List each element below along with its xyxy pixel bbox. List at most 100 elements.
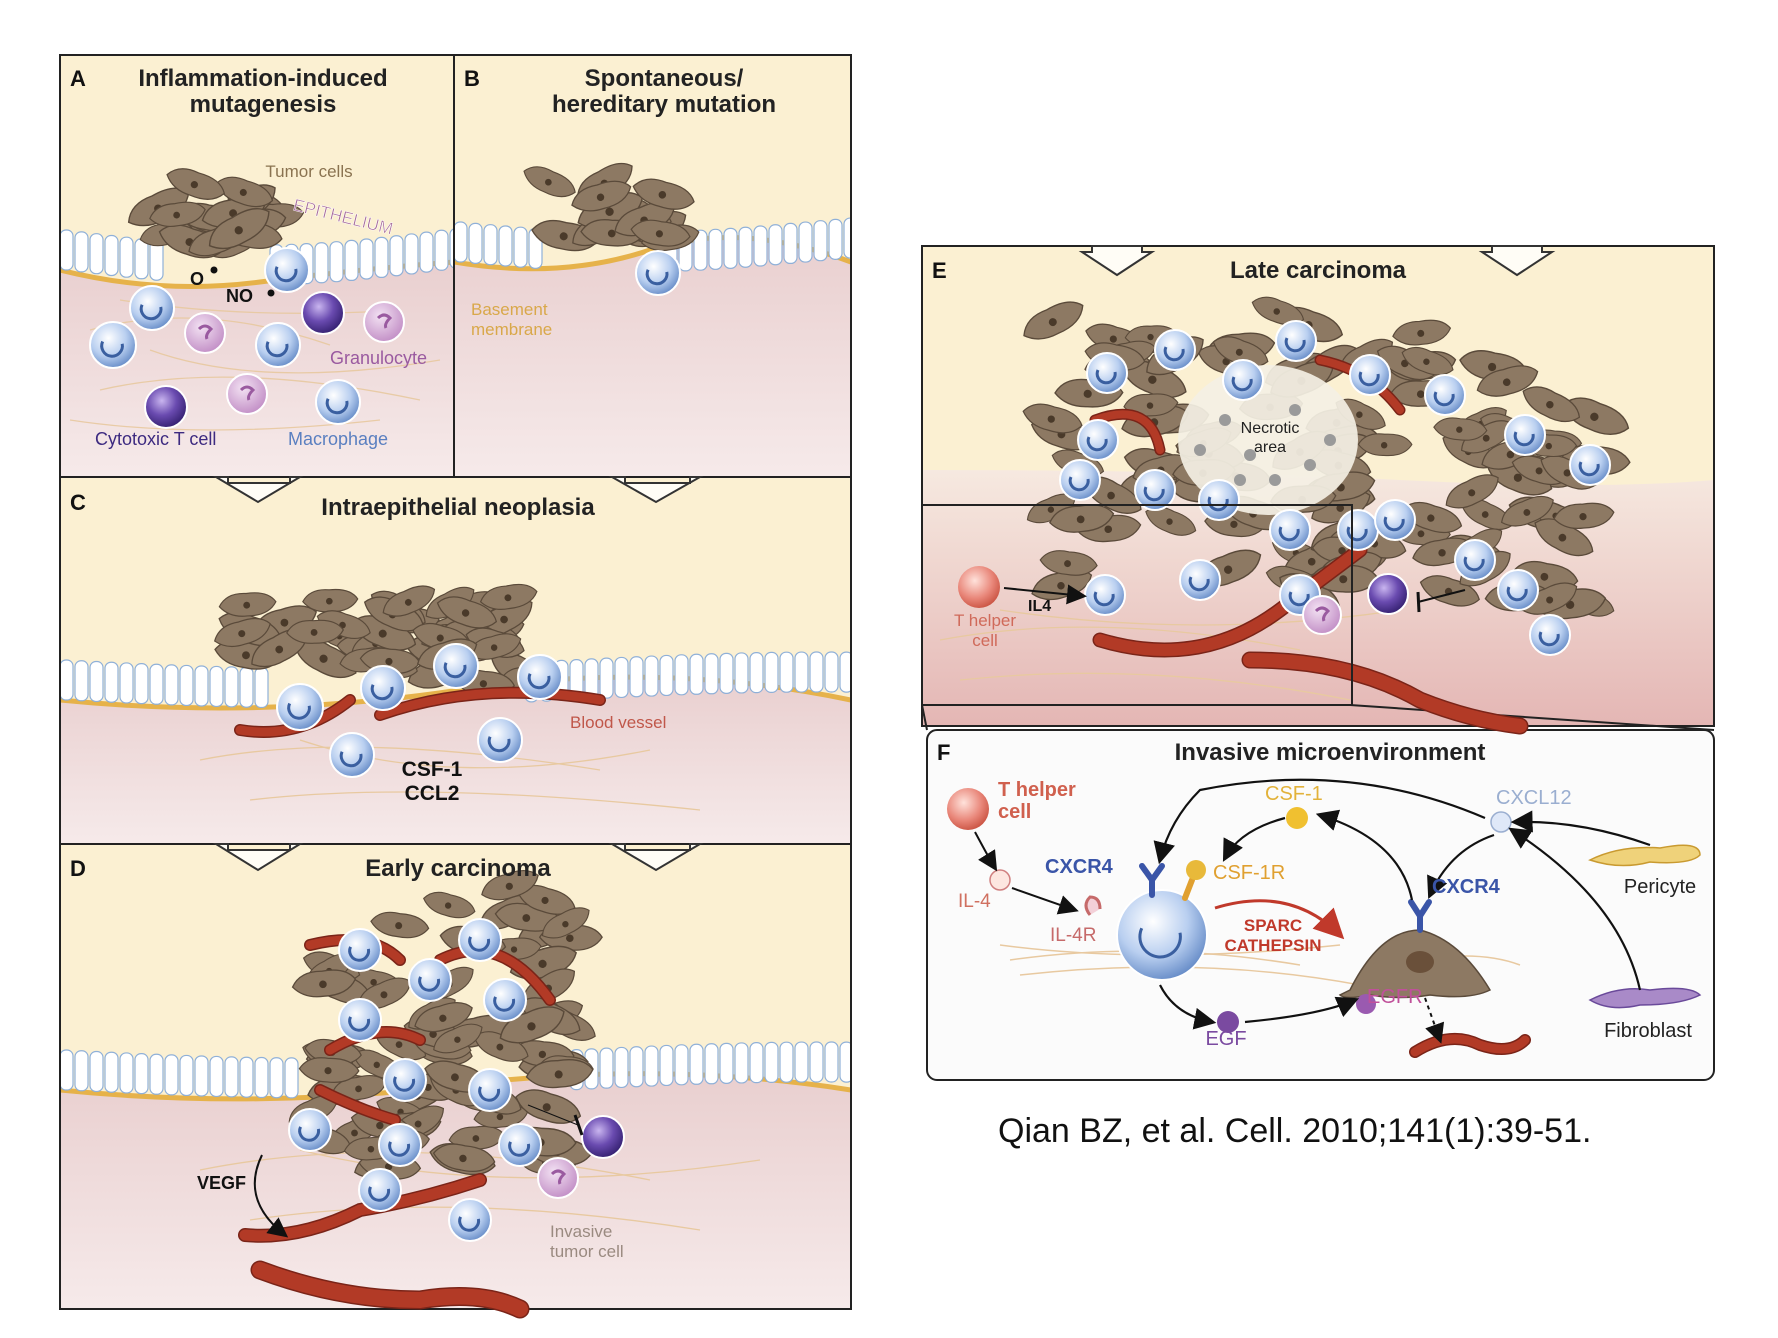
vegf-label: VEGF [197, 1173, 246, 1193]
macrophage-cell [458, 918, 502, 962]
macrophage-cell [498, 1123, 542, 1167]
inhibition-bar-e [1416, 591, 1421, 613]
epithelial-cell [404, 233, 419, 275]
macrophage-cell [1084, 574, 1126, 616]
epithelial-cell [644, 1045, 659, 1087]
epithelial-cell [224, 1056, 239, 1098]
necrotic-debris [1304, 459, 1316, 471]
inhibition-bar [573, 1114, 584, 1136]
tumor-cell [1357, 433, 1413, 457]
necrotic-debris [1234, 474, 1246, 486]
epithelial-cell [254, 1056, 269, 1099]
epithelial-cell [468, 222, 483, 264]
epithelial-cell [693, 229, 708, 271]
panel-b-letter: B [464, 66, 480, 91]
necrotic-debris [1269, 474, 1281, 486]
epithelial-cell [119, 1052, 134, 1094]
no-radical-dot [267, 289, 275, 297]
necrotic-area-label-line2: area [1254, 439, 1286, 456]
epithelial-cell [629, 1046, 644, 1088]
macrophage-cell [315, 379, 361, 425]
epithelial-cell [119, 236, 134, 278]
macrophage-cell [1454, 539, 1496, 581]
epithelial-cell [60, 229, 74, 271]
cytotoxic-t-cell [144, 385, 188, 429]
t-helper-cell-f [947, 788, 989, 830]
epithelial-cell [768, 224, 783, 266]
epithelial-cell [674, 1044, 689, 1086]
fibroblast-label: Fibroblast [1604, 1020, 1692, 1042]
macrophage-cell [1374, 499, 1416, 541]
epithelial-cell [284, 1057, 299, 1099]
epithelial-cell [104, 661, 119, 703]
t-helper-cell-e [958, 566, 1000, 608]
tumor-cell [1212, 336, 1269, 368]
epithelial-cell [723, 227, 738, 269]
tumor-cell [1522, 386, 1581, 423]
tumor-cell [571, 180, 632, 212]
epithelial-cell [149, 663, 164, 705]
tumor-cell [423, 891, 476, 919]
epithelial-cell [498, 225, 513, 267]
epithelial-cell [224, 666, 239, 708]
tumor-cell [149, 201, 206, 227]
macrophage-cell [517, 654, 563, 700]
pericyte-label: Pericyte [1624, 876, 1696, 898]
blood-vessel [252, 1262, 528, 1317]
egf-to-egfr-arrow [1244, 996, 1360, 1024]
epithelial-cell [708, 228, 723, 270]
tumor-cells-label: Tumor cells [265, 162, 352, 181]
blood-vessel-label: Blood vessel [570, 713, 666, 732]
epithelial-cell [798, 221, 813, 263]
t-helper-label-f-line1: T helper [998, 779, 1076, 801]
epithelial-cell [614, 656, 629, 699]
epithelial-cell [659, 1044, 674, 1087]
panel-a-title-line2: mutagenesis [190, 91, 337, 118]
epithelial-cell [629, 656, 644, 698]
tumor-to-csf1-arrow [1315, 809, 1414, 901]
necrotic-area-label-line1: Necrotic [1241, 420, 1300, 437]
sparc-cathepsin-arrow [1214, 899, 1345, 940]
epithelial-cell [599, 1047, 614, 1089]
macrophage-cell [1337, 509, 1379, 551]
invasive-tumor-cell-label-line2: tumor cell [550, 1242, 624, 1261]
tumor-cell [468, 633, 522, 660]
tumor-cell [515, 1089, 582, 1124]
tumor-cell [414, 1001, 473, 1033]
panel-c-letter: C [70, 490, 86, 515]
tumor-cell [370, 911, 430, 939]
panel-e-title: Late carcinoma [1230, 257, 1407, 284]
epithelial-cell [60, 659, 74, 701]
panel-d-title: Early carcinoma [365, 855, 551, 882]
epithelial-cell [513, 226, 528, 268]
inhibition-line-e [1417, 589, 1466, 603]
tumor-cell [1433, 417, 1488, 441]
cytotoxic-t-cell-label: Cytotoxic T cell [95, 429, 216, 449]
il4-label-e: IL4 [1028, 598, 1051, 615]
pericyte-to-cxcl12-arrow [1510, 810, 1651, 847]
panel-b-title-line2: hereditary mutation [552, 91, 776, 118]
epithelial-cell [104, 1051, 119, 1093]
epithelial-layer [60, 651, 851, 709]
epithelial-cell [149, 1053, 164, 1095]
macrophage-cell [1134, 469, 1176, 511]
macrophage-cell [1275, 320, 1317, 362]
csf1r-receptor [1182, 877, 1195, 901]
epithelial-cell [89, 660, 104, 703]
basement-membrane-label-line2: membrane [471, 320, 552, 339]
epithelial-cell [89, 233, 104, 275]
epithelial-cell [239, 666, 254, 708]
epithelial-cell [689, 1043, 704, 1085]
tumor-cell [218, 592, 277, 617]
no-radical-label: NO [226, 286, 253, 306]
macrophage-cell [276, 683, 324, 731]
tumor-cell [432, 1143, 496, 1173]
tumor-cell [479, 583, 538, 610]
epithelial-cell [719, 652, 734, 694]
tumor-cell [302, 588, 359, 613]
cxcr4-receptor-right [1408, 899, 1432, 933]
necrotic-debris [1219, 414, 1231, 426]
epithelial-cell [483, 224, 498, 266]
macrophage-cell [1269, 509, 1311, 551]
epithelial-cell [344, 239, 359, 282]
